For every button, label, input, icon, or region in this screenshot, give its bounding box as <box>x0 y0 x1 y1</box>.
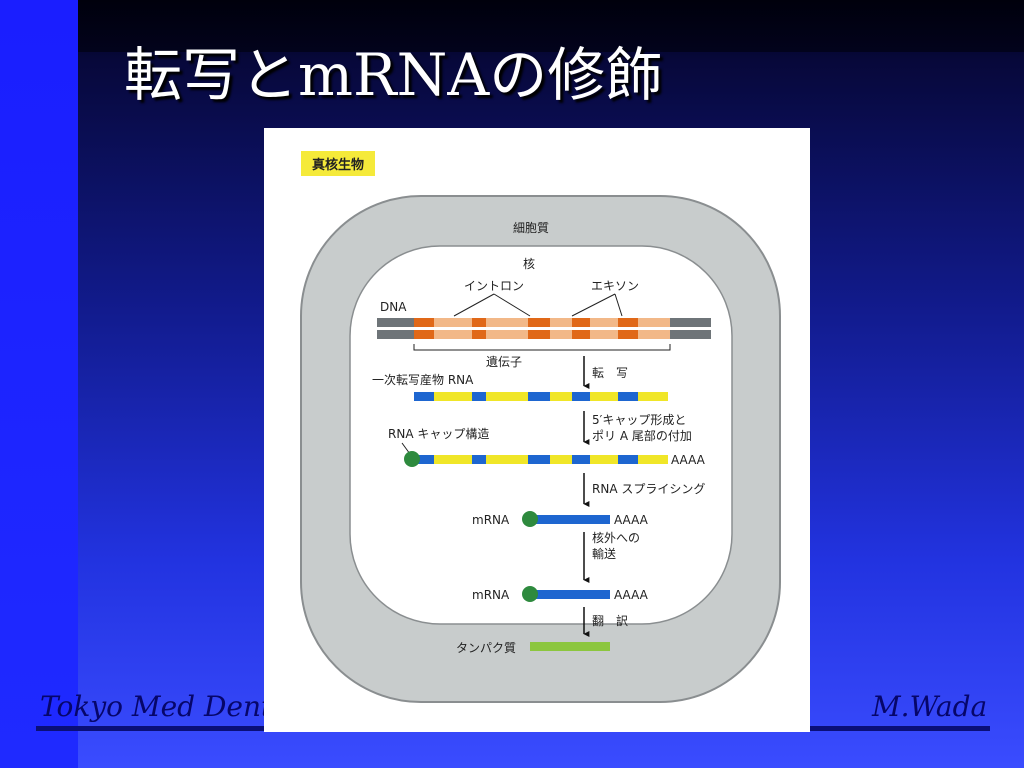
cytoplasm-label: 細胞質 <box>513 220 549 235</box>
mrna-label-nucleus: mRNA <box>472 513 510 527</box>
primary-transcript-rna <box>414 392 668 401</box>
protein-label: タンパク質 <box>456 640 516 655</box>
poly-a-tail-2: AAAA <box>614 513 649 527</box>
mrna-strand-nucleus <box>530 515 610 524</box>
top-dark-band <box>78 0 1024 52</box>
organism-label: 真核生物 <box>312 157 364 173</box>
exon-pointer-lines <box>571 293 623 317</box>
step-export-line2: 輸送 <box>592 546 616 561</box>
dna-label: DNA <box>380 300 407 314</box>
primary-transcript-label: 一次転写産物 RNA <box>372 372 474 387</box>
mrna-label-cytoplasm: mRNA <box>472 588 510 602</box>
step-translation-label: 翻 訳 <box>592 613 628 628</box>
gene-expression-figure: 真核生物 細胞質 核 イントロン エキソン DNA <box>264 128 810 732</box>
poly-a-tail-1: AAAA <box>671 453 706 467</box>
gene-region-bottom-strand <box>414 330 670 339</box>
cap-structure-3 <box>522 586 538 602</box>
nucleus <box>349 245 733 625</box>
gene-expression-diagram: 真核生物 細胞質 核 イントロン エキソン DNA <box>300 151 781 703</box>
step-capping-line2: ポリ A 尾部の付加 <box>592 428 692 443</box>
cap-structure-label: RNA キャップ構造 <box>388 427 489 441</box>
step-splicing-label: RNA スプライシング <box>592 482 705 496</box>
dna-double-strand <box>377 318 711 339</box>
gene-region-top-strand <box>414 318 670 327</box>
exon-label: エキソン <box>591 279 639 293</box>
intron-label: イントロン <box>464 279 524 293</box>
poly-a-tail-3: AAAA <box>614 588 649 602</box>
protein-strand <box>530 642 610 651</box>
capped-precursor-rna <box>414 455 668 464</box>
step-export-line1: 核外への <box>592 531 640 545</box>
nucleus-label: 核 <box>523 257 535 271</box>
organism-label-box <box>301 151 375 176</box>
step-capping-line1: 5′キャップ形成と <box>592 413 686 427</box>
gene-bracket <box>413 344 671 351</box>
footer-author: M.Wada <box>872 690 988 723</box>
slide-title: 転写とmRNAの修飾 <box>124 41 664 109</box>
gene-label: 遺伝子 <box>486 354 522 369</box>
mrna-strand-cytoplasm <box>530 590 610 599</box>
cap-structure-2 <box>522 511 538 527</box>
footer-institution: Tokyo Med Dent U <box>40 690 305 723</box>
step-transcription-label: 転 写 <box>592 366 628 380</box>
intron-pointer-lines <box>453 293 531 317</box>
left-accent-bar <box>0 0 78 768</box>
cap-structure-1 <box>404 451 420 467</box>
